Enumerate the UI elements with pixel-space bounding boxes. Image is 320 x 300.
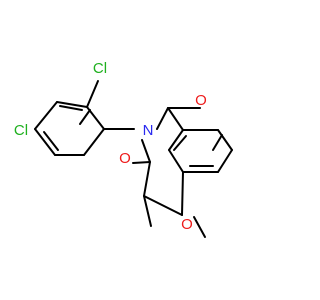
bond-lines [34, 80, 233, 238]
bond-line-13 [167, 107, 184, 131]
bond-line-25 [141, 139, 151, 163]
atom-label-cl-top: Cl [93, 60, 107, 77]
bond-line-7 [79, 109, 91, 125]
bond-line-6 [56, 101, 88, 108]
bond-line-29 [143, 195, 152, 227]
bond-line-19 [168, 129, 184, 151]
atom-label-o-ring: O [181, 216, 193, 233]
bond-line-26 [143, 161, 151, 197]
atom-label-o-ketone-left: O [119, 150, 131, 167]
bond-line-18 [168, 149, 184, 173]
bond-line-16 [217, 149, 233, 173]
bond-line-23 [181, 171, 184, 216]
bond-line-11 [156, 107, 169, 130]
bond-line-20 [212, 134, 223, 151]
bond-line-22 [173, 135, 187, 151]
bond-line-5 [34, 101, 58, 130]
bond-line-15 [217, 129, 233, 151]
bond-line-0 [86, 80, 99, 108]
bond-line-8 [43, 131, 59, 151]
atom-label-n: N [143, 122, 154, 139]
atom-label-cl-left: Cl [14, 122, 28, 139]
bond-line-28 [132, 161, 151, 164]
bond-line-4 [34, 128, 56, 156]
canvas-background [0, 0, 300, 300]
bond-line-24 [193, 216, 206, 238]
bond-line-9 [59, 105, 83, 111]
bond-line-2 [83, 128, 105, 156]
atom-label-o-ketone-top: O [195, 92, 207, 109]
molecule-structure-drawing: Cl Cl N O O O [0, 0, 300, 300]
bond-line-27 [143, 195, 183, 216]
